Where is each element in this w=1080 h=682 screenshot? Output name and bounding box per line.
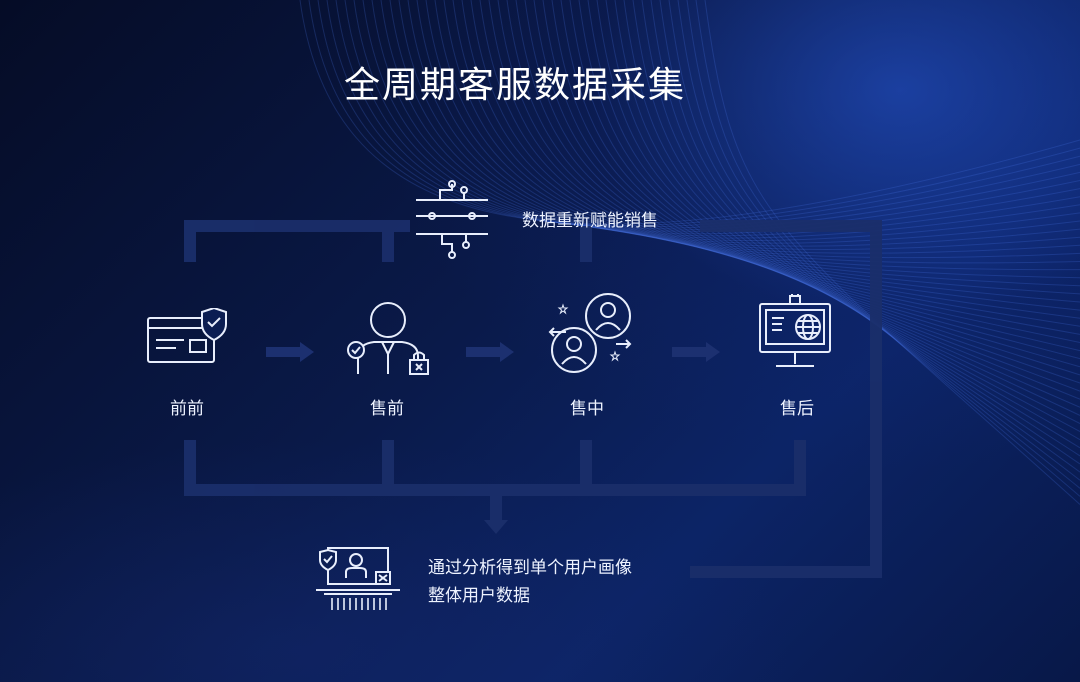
- wave-line: [434, 0, 1080, 264]
- credit-card-shield-icon: [147, 308, 227, 363]
- wave-line: [569, 0, 1080, 384]
- stage-label-1: 前前: [170, 399, 204, 419]
- wave-line: [515, 0, 1080, 335]
- wave-line: [317, 0, 1080, 228]
- wave-line: [551, 0, 1080, 368]
- feedback-loop-line-right: [690, 220, 882, 578]
- wave-line: [560, 0, 1080, 376]
- step-arrow-head-1: [300, 342, 314, 362]
- wave-line: [542, 0, 1080, 360]
- wave-line: [335, 0, 1080, 231]
- wave-line: [524, 0, 1080, 343]
- page-title: 全周期客服数据采集: [343, 65, 686, 106]
- collect-bus: [184, 440, 806, 496]
- feedback-text: 数据重新赋能销售: [522, 211, 658, 231]
- wave-line: [425, 0, 1080, 259]
- wave-line: [470, 0, 1080, 295]
- circuit-network-icon: [416, 180, 488, 259]
- wave-line: [443, 0, 1080, 271]
- customer-agent-icon: [347, 302, 429, 375]
- wave-line: [398, 0, 1080, 247]
- step-arrow-head-2: [500, 342, 514, 362]
- collect-arrow-head: [484, 520, 508, 534]
- stage-label-4: 售后: [780, 399, 814, 419]
- wave-line: [308, 0, 1080, 226]
- wave-line: [299, 0, 1080, 225]
- customer-exchange-icon: [548, 293, 632, 373]
- wave-line: [461, 0, 1080, 287]
- stage-label-3: 售中: [570, 399, 604, 419]
- step-arrow-head-3: [706, 342, 720, 362]
- wave-line: [488, 0, 1080, 311]
- wave-line: [389, 0, 1080, 244]
- wave-line: [578, 0, 1080, 392]
- wave-line: [479, 0, 1080, 303]
- wave-line: [344, 0, 1080, 233]
- wave-line: [452, 0, 1080, 279]
- wave-line: [326, 0, 1080, 229]
- stage-label-2: 售前: [370, 399, 404, 419]
- monitor-globe-icon: [759, 294, 831, 367]
- wave-line: [416, 0, 1080, 254]
- wave-line: [497, 0, 1080, 319]
- result-text-line-1: 通过分析得到单个用户画像: [428, 558, 632, 578]
- wave-line: [407, 0, 1080, 250]
- result-text-line-2: 整体用户数据: [428, 586, 530, 606]
- wave-line: [533, 0, 1080, 352]
- wave-line: [506, 0, 1080, 327]
- user-data-card-icon: [316, 547, 400, 610]
- feedback-loop-line: [184, 220, 410, 262]
